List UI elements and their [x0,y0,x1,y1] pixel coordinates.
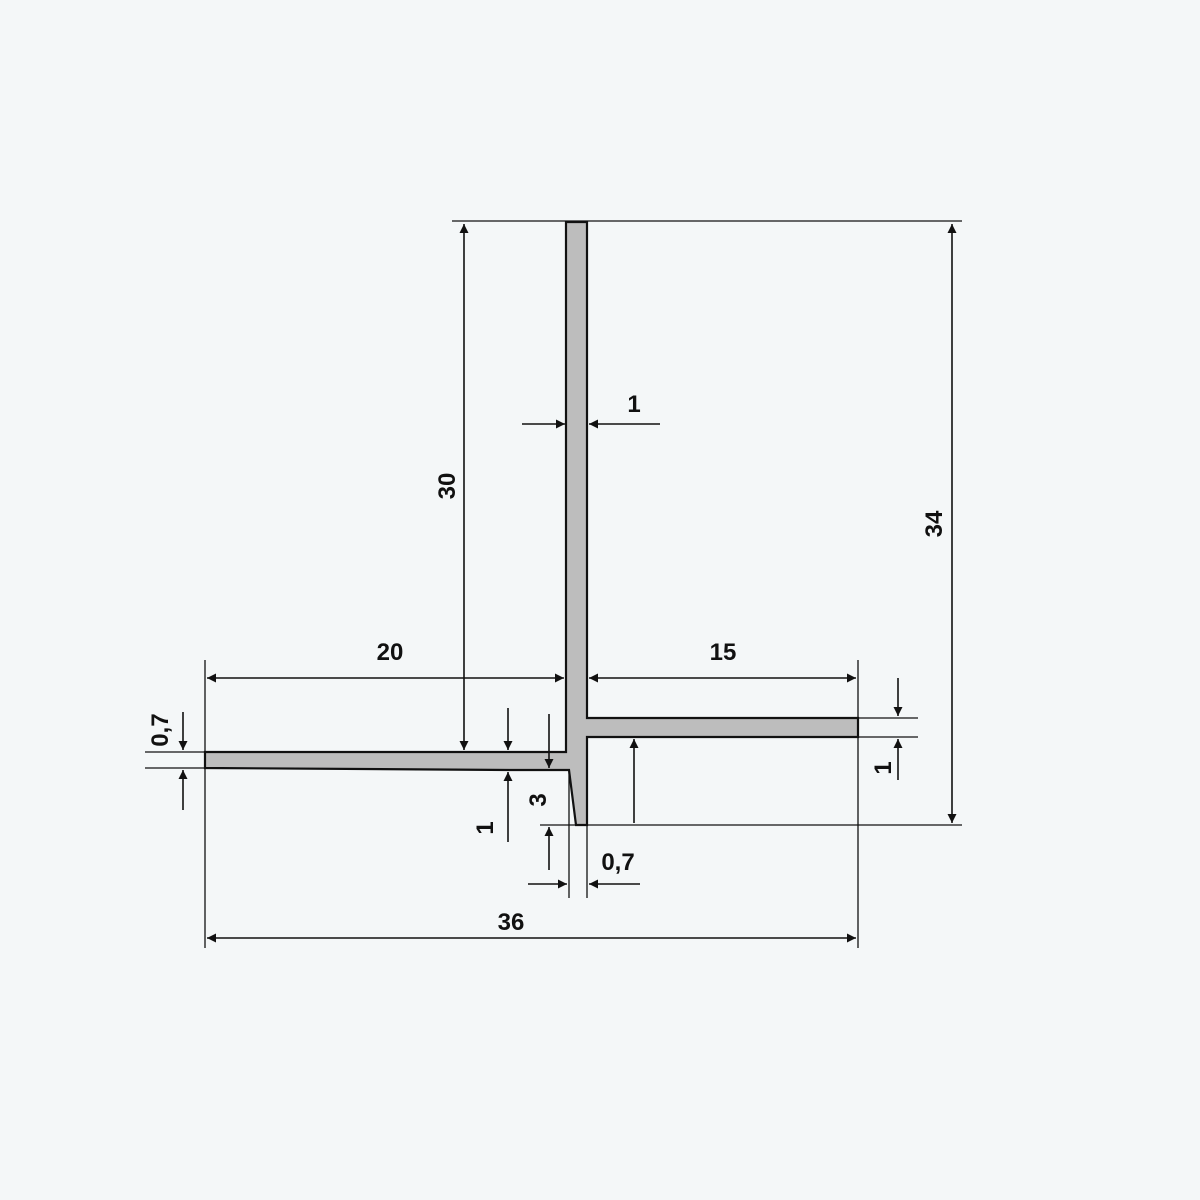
dim-label-3: 3 [525,793,552,806]
dimension-vertical-leg: 30 [434,224,469,750]
dimension-right-flange-thickness: 1 [870,678,903,780]
dim-label-34: 34 [921,510,948,537]
dimension-total-height: 34 [921,224,957,823]
dimension-left-flange-root: 1 [472,708,513,842]
dim-label-stub-0-7: 0,7 [601,849,634,876]
dim-label-web-1: 1 [627,391,640,418]
dim-label-36: 36 [498,909,525,936]
profile-cross-section [203,220,860,827]
dim-label-root-1: 1 [472,821,499,834]
extension-lines [145,220,962,948]
dim-label-30: 30 [434,473,461,500]
dim-label-20: 20 [377,639,404,666]
dimension-lower-stub-thickness: 0,7 [528,849,640,889]
dim-label-right-1: 1 [870,761,897,774]
dim-label-15: 15 [710,639,737,666]
dimension-web-thickness: 1 [522,391,660,429]
dimension-lower-stub-height: 3 [525,714,639,870]
dim-label-left-0-7: 0,7 [147,713,174,746]
dimension-left-flange-thickness: 0,7 [147,712,188,810]
dimension-left-flange: 20 [207,639,564,683]
dimension-total-width: 36 [207,909,856,943]
dimension-right-flange: 15 [589,639,856,683]
